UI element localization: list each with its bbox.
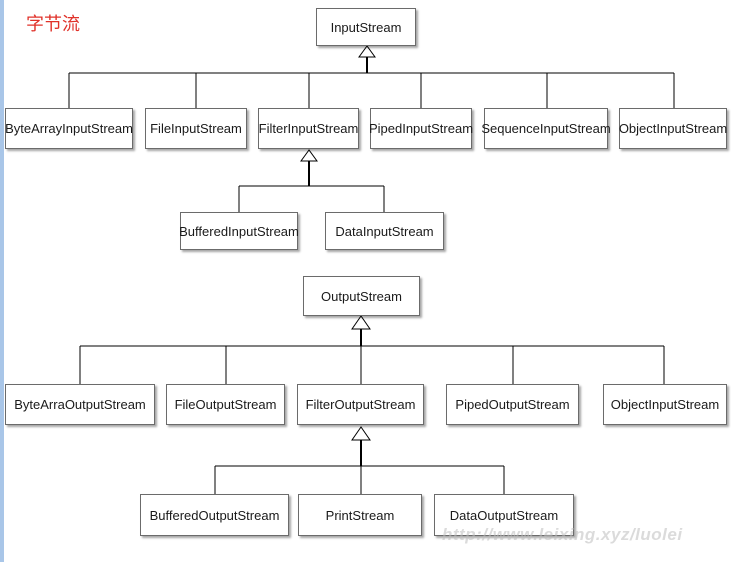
inherit-arrow-filterinputstream: [300, 149, 318, 162]
node-inputstream: InputStream: [316, 8, 416, 46]
page-title: 字节流: [26, 14, 80, 35]
node-bytearrayinputstream: ByteArrayInputStream: [5, 108, 133, 149]
node-fileinputstream: FileInputStream: [145, 108, 247, 149]
node-objectinputstream: ObjectInputStream: [619, 108, 727, 149]
node-bufferedoutputstream: BufferedOutputStream: [140, 494, 289, 536]
node-datainputstream: DataInputStream: [325, 212, 444, 250]
node-dataoutputstream: DataOutputStream: [434, 494, 574, 536]
node-pipedinputstream: PipedInputStream: [369, 108, 473, 149]
node-bytearraoutputstream: ByteArraOutputStream: [5, 384, 155, 425]
node-printstream: PrintStream: [298, 494, 422, 536]
inherit-arrow-outputstream: [351, 315, 371, 330]
node-pipedoutputstream: PipedOutputStream: [446, 384, 579, 425]
node-filterinputstream: FilterInputStream: [258, 108, 359, 149]
inherit-arrow-inputstream: [358, 45, 376, 58]
inherit-arrow-filteroutputstream: [351, 426, 371, 441]
node-filteroutputstream: FilterOutputStream: [297, 384, 424, 425]
node-fileoutputstream: FileOutputStream: [166, 384, 285, 425]
node-outputstream: OutputStream: [303, 276, 420, 316]
node-objectinputstream-output: ObjectInputStream: [603, 384, 727, 425]
watermark: http://www.leixing.xyz/luolei: [442, 525, 683, 544]
node-bufferedinputstream: BufferedInputStream: [179, 212, 299, 250]
left-edge-bar: [0, 0, 4, 562]
node-sequenceinputstream: SequenceInputStream: [481, 108, 611, 149]
